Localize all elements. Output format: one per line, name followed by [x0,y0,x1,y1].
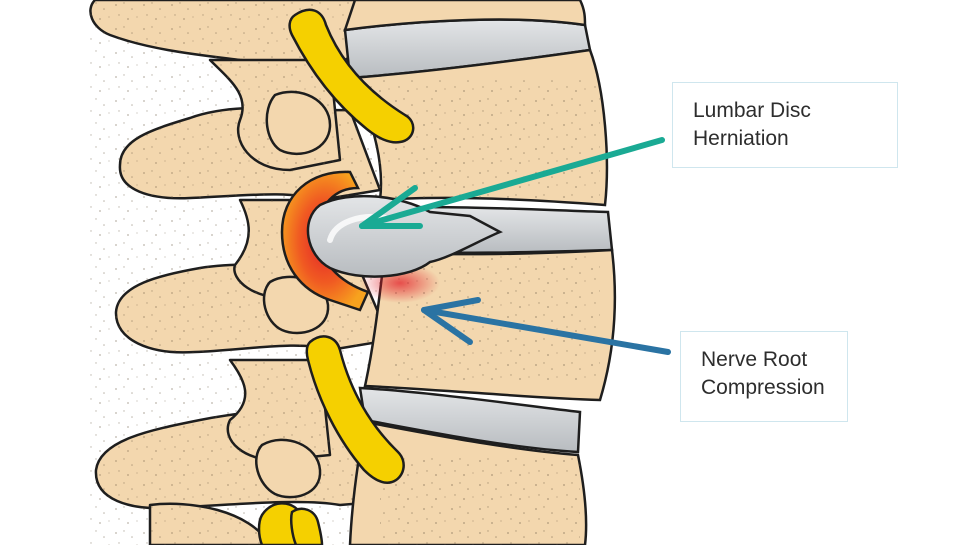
nerve-roots [257,8,415,545]
facet-lower [255,438,322,499]
compression-label-line1: Nerve Root [701,348,808,371]
disc-lower [358,386,582,454]
compression-label-line2: Compression [701,376,825,399]
compression-arrow [421,297,671,355]
compression-label: Nerve Root Compression [680,331,848,422]
nerve-root-upper [288,8,415,144]
herniation-label-line2: Herniation [693,127,789,150]
herniation-arrow [359,137,665,229]
nerve-root-lower-2 [289,507,324,545]
vertebra-texture [370,80,600,545]
herniation-label-line1: Lumbar Disc [693,99,811,122]
nerve-root-middle [305,335,405,484]
facet-upper [265,90,332,156]
vertebra-top-cap [343,0,587,32]
herniation-label: Lumbar Disc Herniation [672,82,898,168]
